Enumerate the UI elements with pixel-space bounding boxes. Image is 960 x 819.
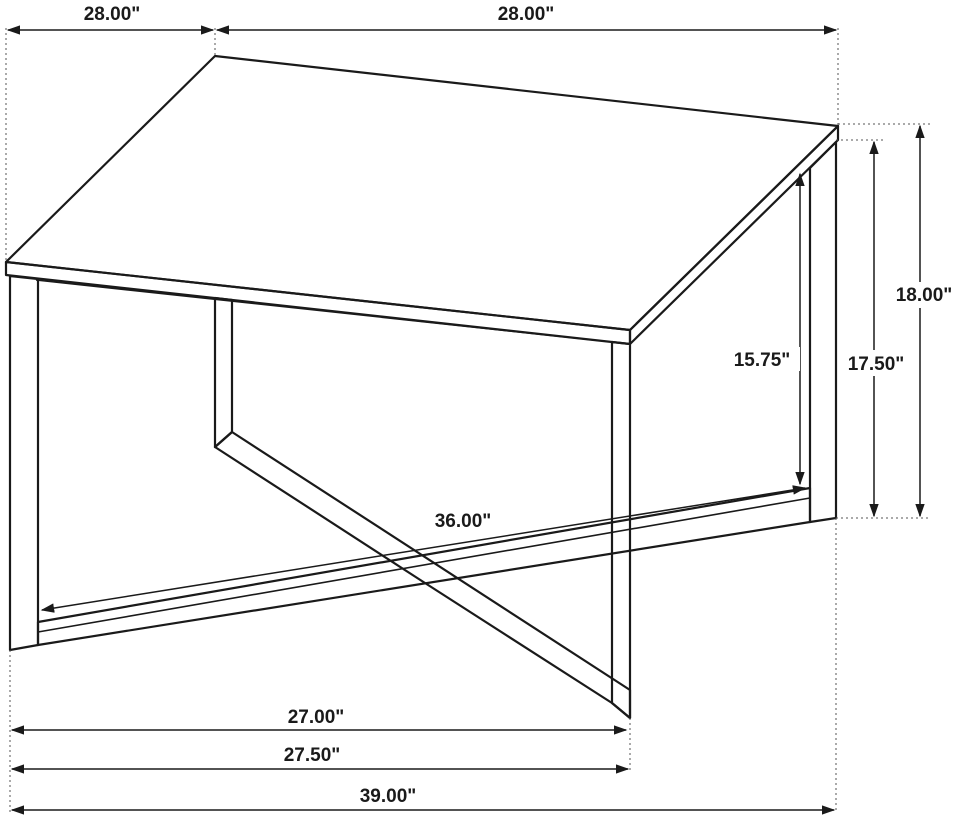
leg-back-left	[213, 296, 234, 449]
label-top-left-depth: 28.00"	[84, 4, 141, 25]
label-overall-width: 39.00"	[360, 786, 417, 807]
label-inner-height: 15.75"	[734, 350, 791, 371]
leg-back-right	[808, 140, 838, 524]
table-outline	[4, 54, 840, 720]
label-base-diagonal: 36.00"	[435, 511, 492, 532]
dimension-labels: 28.00" 28.00" 18.00" 17.50" 15.75" 36.00…	[84, 4, 960, 807]
leg-front-left	[8, 274, 40, 652]
label-top-right-width: 28.00"	[498, 4, 555, 25]
label-total-height: 18.00"	[896, 285, 953, 306]
dimension-lines	[6, 25, 925, 815]
apron-line	[35, 279, 613, 343]
label-inner-base-width: 27.00"	[288, 707, 345, 728]
tabletop-front-edge	[4, 260, 632, 346]
tabletop-right-edge	[628, 124, 840, 346]
cross-bar-a	[213, 430, 632, 720]
cross-bar-b-inner	[37, 497, 811, 633]
label-leg-height: 17.50"	[848, 354, 905, 375]
cross-bar-b	[36, 486, 812, 647]
extension-lines	[5, 28, 930, 812]
label-frame-width: 27.50"	[284, 745, 341, 766]
dim-line-diagonal	[40, 485, 807, 613]
